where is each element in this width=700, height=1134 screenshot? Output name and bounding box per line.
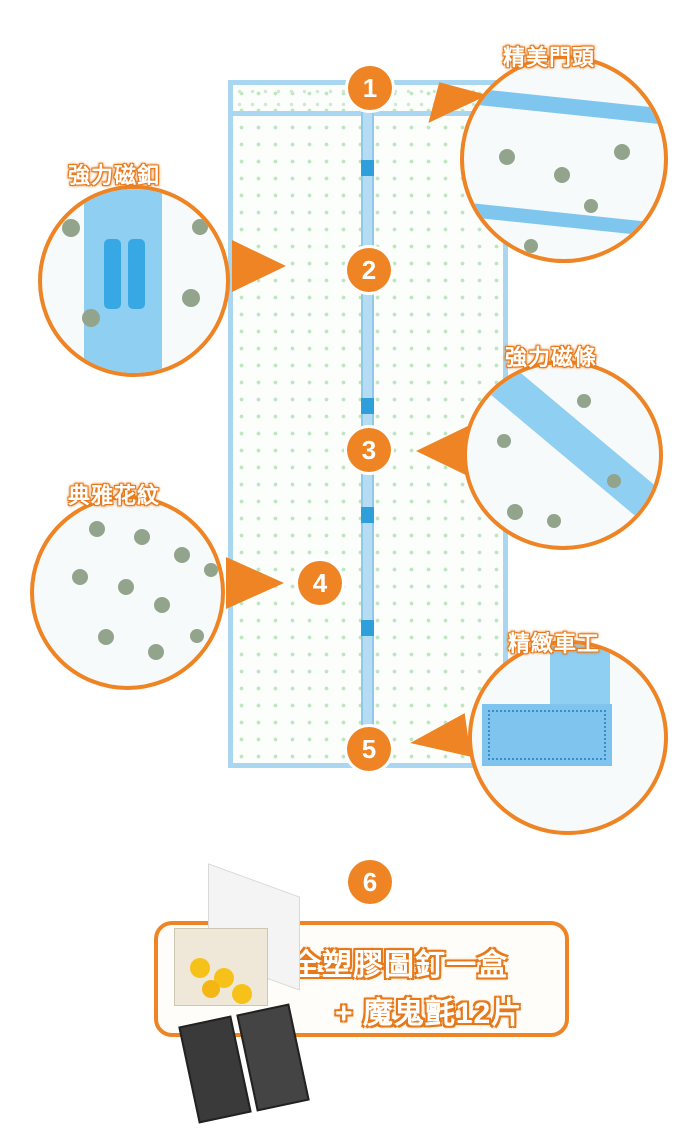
pattern-bubble xyxy=(30,495,225,690)
stitching-bubble xyxy=(468,640,668,835)
header-detail-bubble xyxy=(460,55,668,263)
magnet-marker xyxy=(361,398,374,414)
badge-6: 6 xyxy=(348,860,392,904)
magnet-strip-bubble xyxy=(463,360,663,550)
badge-4: 4 xyxy=(298,561,342,605)
pointer-4 xyxy=(226,557,284,609)
magnet-marker xyxy=(361,160,374,176)
stitching-label: 精緻車工 xyxy=(508,631,601,656)
accessory-line-1: 安全塑膠圖釘一盒 xyxy=(260,949,508,982)
badge-5: 5 xyxy=(347,727,391,771)
badge-2: 2 xyxy=(347,248,391,292)
badge-1: 1 xyxy=(348,66,392,110)
magnet-strip-label: 強力磁條 xyxy=(505,345,598,370)
magnet-nail-bubble xyxy=(38,185,230,377)
pointer-3 xyxy=(416,425,470,477)
pointer-5 xyxy=(407,713,471,765)
magnet-marker xyxy=(361,620,374,636)
header-label: 精美門頭 xyxy=(503,45,596,70)
badge-3: 3 xyxy=(347,428,391,472)
magnet-nail-label: 強力磁釦 xyxy=(68,163,161,188)
accessories-product-image xyxy=(168,863,328,1124)
magnet-marker xyxy=(361,507,374,523)
pattern-label: 典雅花紋 xyxy=(68,483,161,508)
pointer-2 xyxy=(232,240,286,292)
accessory-line-2: + 魔鬼氈12片 xyxy=(335,997,523,1030)
